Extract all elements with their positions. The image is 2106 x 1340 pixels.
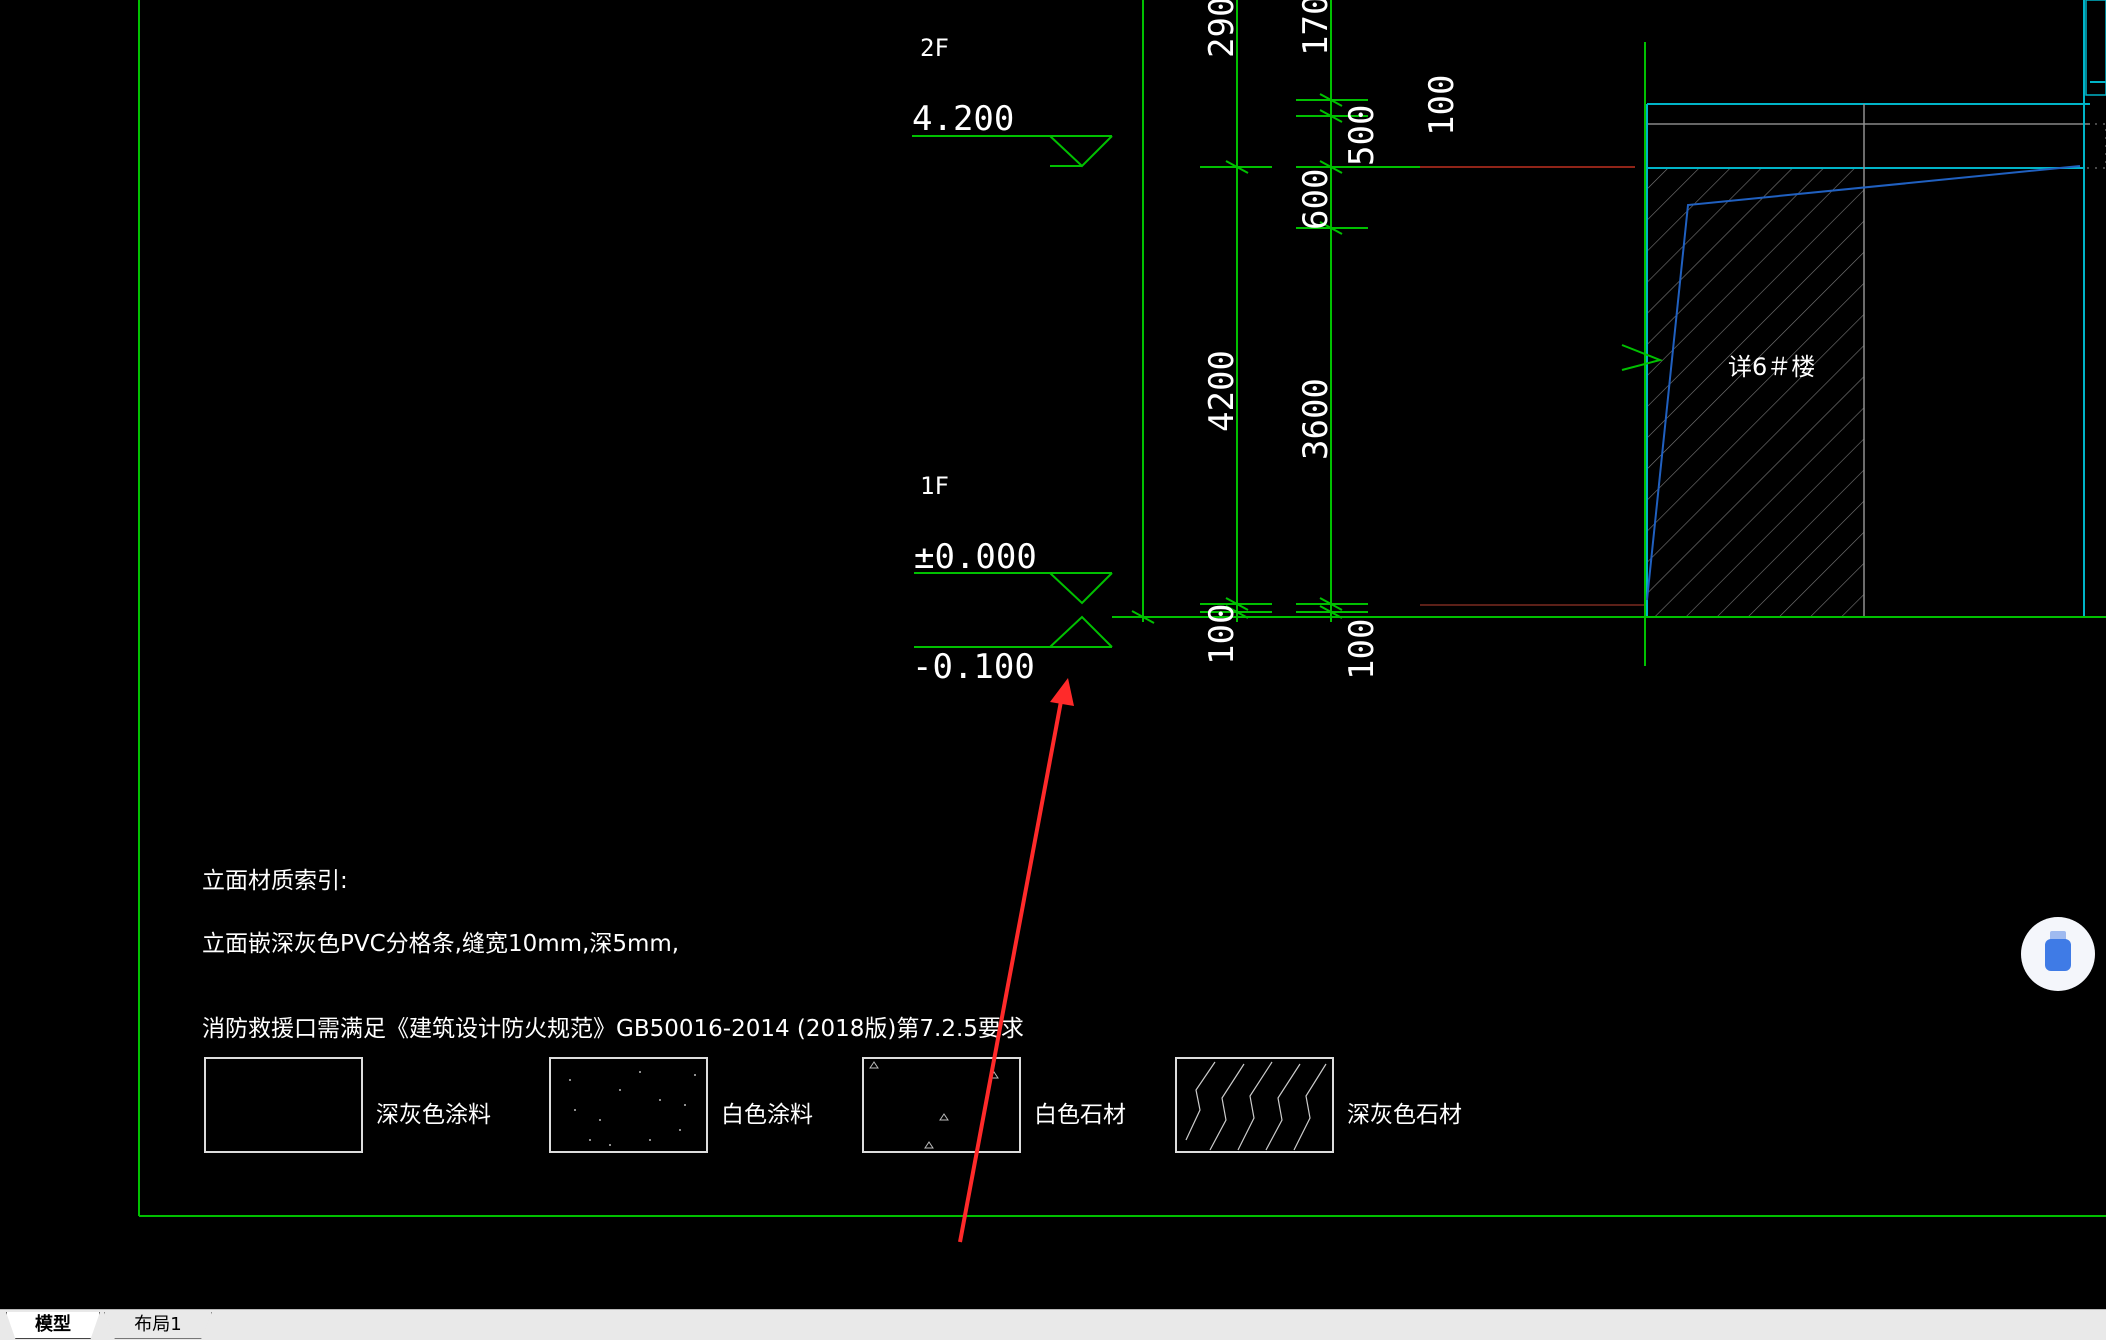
usb-cap xyxy=(2050,931,2066,941)
dim-4200: 4200 xyxy=(1202,350,1242,432)
legend-item-white-paint: 白色涂料 xyxy=(549,1057,813,1153)
annotation-arrow xyxy=(958,678,1074,1243)
dim-100-a: 100 xyxy=(1202,604,1242,665)
legend-label: 深灰色涂料 xyxy=(376,1102,491,1128)
dim-500: 500 xyxy=(1342,105,1382,166)
level-marker-1f: 1F ±0.000 -0.100 xyxy=(912,472,1113,687)
dim-100-b: 100 xyxy=(1342,619,1382,680)
legend-label: 深灰色石材 xyxy=(1347,1102,1462,1128)
dim-3600: 3600 xyxy=(1296,378,1336,460)
notes-line2: 消防救援口需满足《建筑设计防火规范》GB50016-2014 (2018版)第7… xyxy=(202,1016,1024,1042)
level-2f-elevation: 4.200 xyxy=(912,99,1014,139)
legend-item-dark-gray-stone: 深灰色石材 xyxy=(1175,1057,1462,1153)
dim-100-c: 100 xyxy=(1422,75,1462,136)
tab-model[interactable]: 模型 xyxy=(6,1312,100,1339)
usb-body xyxy=(2045,939,2071,971)
dim-290: 290 xyxy=(1202,0,1242,58)
building-label: 详6＃楼 xyxy=(1728,353,1815,381)
legend-label: 白色石材 xyxy=(1034,1102,1126,1128)
notes-title: 立面材质索引: xyxy=(202,868,348,894)
tab-layout1[interactable]: 布局1 xyxy=(104,1312,212,1339)
dim-170: 170 xyxy=(1296,0,1336,56)
legend-label: 白色涂料 xyxy=(721,1102,813,1128)
drawing-frame xyxy=(138,0,2106,1217)
cad-drawing-canvas[interactable]: 2F 4.200 1F ±0.000 -0.100 xyxy=(0,0,2106,1309)
level-2f-name: 2F xyxy=(920,34,949,62)
dimension-text: 290 4200 100 170 500 600 3600 100 100 xyxy=(1202,0,1462,680)
material-legend: 深灰色涂料 白色涂料 白色石材 xyxy=(204,1057,1462,1153)
level-1f-elevation: ±0.000 xyxy=(914,537,1037,577)
dimension-chains xyxy=(1131,0,1420,624)
ground-elevation: -0.100 xyxy=(912,647,1035,687)
usb-drive-icon[interactable] xyxy=(2021,917,2095,991)
level-marker-2f: 2F 4.200 xyxy=(912,34,1113,168)
legend-item-white-stone: 白色石材 xyxy=(862,1057,1126,1153)
level-1f-name: 1F xyxy=(920,472,949,500)
layout-tab-bar: 模型 布局1 xyxy=(0,1309,2106,1340)
material-notes: 立面材质索引: 立面嵌深灰色PVC分格条,缝宽10mm,深5mm, 消防救援口需… xyxy=(202,868,1024,1042)
legend-item-dark-gray-paint: 深灰色涂料 xyxy=(204,1057,491,1153)
building-section: 详6＃楼 xyxy=(1420,0,2106,666)
notes-line1: 立面嵌深灰色PVC分格条,缝宽10mm,深5mm, xyxy=(202,931,679,957)
dim-600: 600 xyxy=(1296,169,1336,230)
